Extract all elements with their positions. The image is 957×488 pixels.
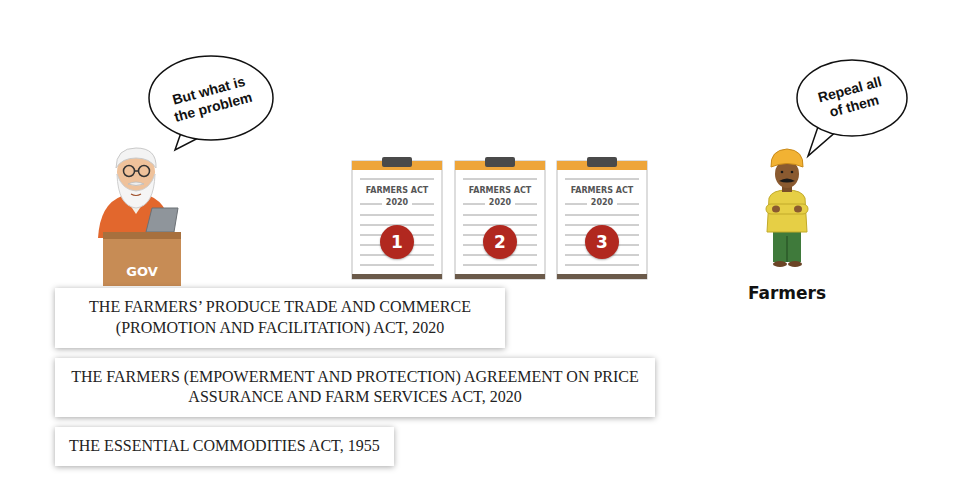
clipboard-rule (463, 204, 485, 205)
clipboard-text: 2020 (455, 198, 545, 208)
bubble-ellipse (797, 60, 907, 136)
clipboard-clip (485, 157, 515, 167)
clipboard-rule (565, 265, 639, 266)
laptop (146, 208, 178, 232)
hair (116, 148, 156, 168)
clipboard-bottom-band (557, 274, 647, 279)
trousers (773, 228, 801, 262)
clipboard-rule (412, 204, 434, 205)
trouser-split (786, 236, 788, 262)
mustache (128, 182, 144, 186)
eye (781, 171, 784, 174)
clipboard-rule (360, 179, 434, 180)
act-title-box: THE ESSENTIAL COMMODITIES ACT, 1955 (55, 427, 394, 466)
act-title-box: THE FARMERS’ PRODUCE TRADE AND COMMERCE … (55, 288, 505, 348)
clipboard-body (455, 161, 545, 279)
clipboard-rule (617, 204, 639, 205)
bubble-text-holder: But what is the problem (146, 54, 276, 144)
bubble-text: But what is the problem (162, 71, 260, 127)
clipboard-bottom-band (455, 274, 545, 279)
government-figure (98, 148, 178, 238)
speech-bubble: Repeal all of them (795, 56, 909, 140)
hand (772, 206, 780, 213)
hand (794, 206, 802, 213)
foot (773, 261, 787, 267)
podium-text: GOV (126, 264, 157, 279)
clipboard-rule (360, 204, 382, 205)
clipboard-text: 2020 (557, 198, 647, 208)
clipboard-bottom-band (352, 274, 442, 279)
clipboard-body (557, 161, 647, 279)
mouth (131, 194, 141, 196)
eye (791, 171, 794, 174)
turban (771, 149, 803, 167)
clipboard-text: FARMERS ACT (557, 186, 647, 196)
circle-text: 3 (596, 232, 608, 252)
clipboard-drawing (352, 157, 442, 279)
circle-text: 1 (391, 232, 403, 252)
clipboard-rule (515, 204, 537, 205)
podium-box: GOV (103, 232, 181, 286)
number-circle: 3 (585, 225, 619, 259)
clipboard-card: FARMERS ACT 2020 1 (352, 157, 442, 279)
foot (788, 261, 802, 267)
clipboard-clip (382, 157, 412, 167)
act-text: THE FARMERS (EMPOWERMENT AND PROTECTION)… (69, 367, 641, 409)
clipboard-body (352, 161, 442, 279)
clipboard-rule (360, 215, 434, 216)
clipboard-clip (587, 157, 617, 167)
clipboard-card: FARMERS ACT 2020 2 (455, 157, 545, 279)
number-circle: 2 (483, 225, 517, 259)
bubble-ellipse (149, 56, 273, 140)
act-title-box: THE FARMERS (EMPOWERMENT AND PROTECTION)… (55, 358, 655, 418)
clipboard-rule (565, 215, 639, 216)
clipboard-text: 2020 (352, 198, 442, 208)
speech-bubble: But what is the problem (146, 54, 276, 144)
clipboard-drawing (455, 157, 545, 279)
glasses-bridge (135, 170, 139, 172)
bubble-text-holder: Repeal all of them (795, 56, 909, 140)
figure-label: Farmers (732, 283, 842, 303)
act-text: THE ESSENTIAL COMMODITIES ACT, 1955 (69, 436, 380, 457)
clipboard-rule (565, 179, 639, 180)
mustache (779, 179, 795, 183)
folded-arms (766, 204, 808, 214)
clipboard-rule (463, 215, 537, 216)
bubble-text: Repeal all of them (809, 71, 895, 124)
farmer-figure (766, 149, 808, 267)
clipboard-rule (565, 204, 587, 205)
clipboard-rule (360, 265, 434, 266)
circle-text: 2 (494, 232, 506, 252)
glasses-lens (124, 166, 135, 177)
clipboard-rule (463, 265, 537, 266)
clipboard-card: FARMERS ACT 2020 3 (557, 157, 647, 279)
clipboard-drawing (557, 157, 647, 279)
number-circle: 1 (380, 225, 414, 259)
clipboard-rule (463, 179, 537, 180)
shirt (767, 190, 807, 232)
clipboard-text: FARMERS ACT (352, 186, 442, 196)
clipboard-text: FARMERS ACT (455, 186, 545, 196)
act-text: THE FARMERS’ PRODUCE TRADE AND COMMERCE … (69, 297, 491, 339)
glasses-lens (139, 166, 150, 177)
beard (117, 174, 155, 208)
